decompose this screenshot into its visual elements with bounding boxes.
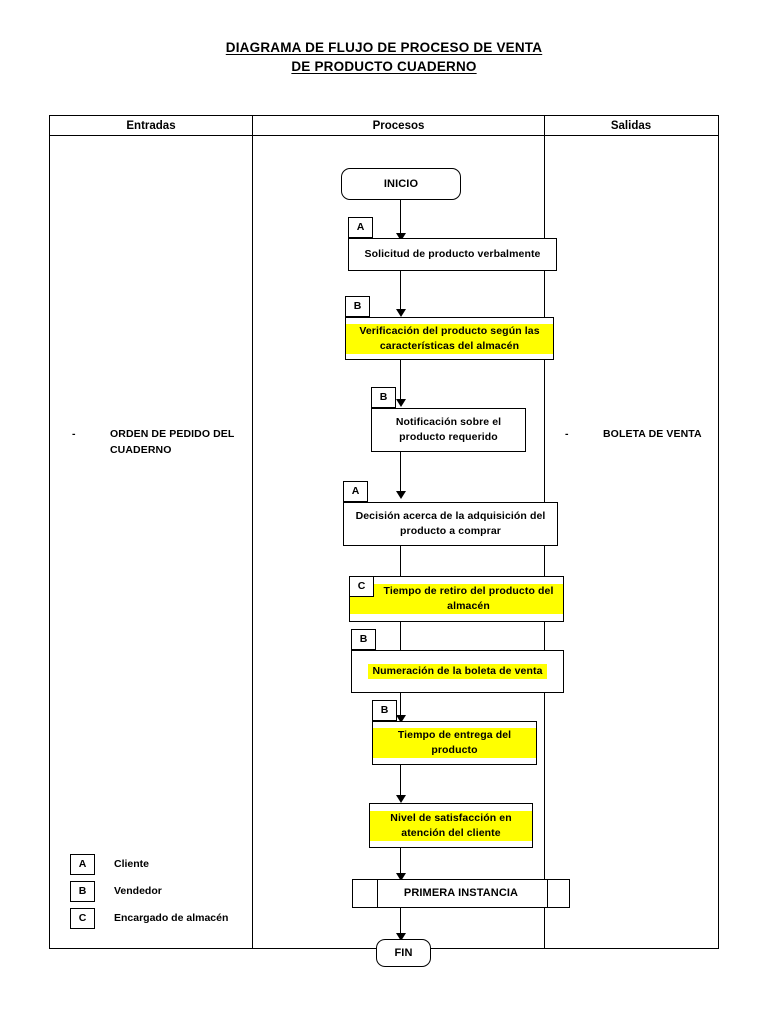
flow-node-step-8-label: Nivel de satisfacción en atención del cl… xyxy=(370,810,532,841)
connector-step7-to-step8 xyxy=(400,765,401,801)
salidas-bullet: - xyxy=(565,428,569,440)
table-header-row: Entradas Procesos Salidas xyxy=(50,116,718,136)
connector-step5-to-step6 xyxy=(400,622,401,650)
flow-node-step-5: Tiempo de retiro del producto del almacé… xyxy=(349,576,564,622)
flow-node-step-8: Nivel de satisfacción en atención del cl… xyxy=(369,803,533,848)
legend-label-c: Encargado de almacén xyxy=(114,912,229,924)
flow-node-fin-label: FIN xyxy=(394,946,413,959)
legend-row-a: A Cliente xyxy=(62,854,242,881)
flow-node-step-3: Notificación sobre el producto requerido xyxy=(371,408,526,452)
title-line-2: DE PRODUCTO CUADERNO xyxy=(291,59,477,74)
entradas-bullet: - xyxy=(72,428,76,440)
legend: A Cliente B Vendedor C Encargado de alma… xyxy=(62,854,242,935)
connector-step4-to-step5 xyxy=(400,546,401,576)
column-header-entradas: Entradas xyxy=(126,120,176,132)
column-header-procesos: Procesos xyxy=(372,120,425,132)
predefined-bar-right xyxy=(547,880,548,907)
page-title: DIAGRAMA DE FLUJO DE PROCESO DE VENTA DE… xyxy=(0,38,768,76)
role-tag-step-3: B xyxy=(371,387,396,408)
entradas-item: - ORDEN DE PEDIDO DEL CUADERNO xyxy=(72,426,267,458)
flow-node-step-6: Numeración de la boleta de venta xyxy=(351,650,564,693)
flow-node-step-4: Decisión acerca de la adquisición del pr… xyxy=(343,502,558,546)
legend-row-c: C Encargado de almacén xyxy=(62,908,242,935)
arrow-step7-to-step8 xyxy=(396,795,406,803)
connector-step2-to-step3 xyxy=(400,360,401,404)
role-tag-step-5: C xyxy=(349,576,374,597)
flow-node-step-9: PRIMERA INSTANCIA xyxy=(352,879,570,908)
flow-node-step-7-label: Tiempo de entrega del producto xyxy=(373,728,536,758)
role-tag-step-2: B xyxy=(345,296,370,317)
flow-node-step-1-label: Solicitud de producto verbalmente xyxy=(364,248,541,260)
flow-node-step-2: Verificación del producto según las cara… xyxy=(345,317,554,360)
flow-node-step-6-label: Numeración de la boleta de venta xyxy=(368,664,547,679)
connector-step6-to-step7 xyxy=(400,693,401,721)
flowchart: INICIO A Solicitud de producto verbalmen… xyxy=(253,137,570,967)
legend-tag-a: A xyxy=(70,854,95,875)
column-divider-left xyxy=(252,116,253,948)
role-tag-step-1: A xyxy=(348,217,373,238)
arrow-step8-to-step9 xyxy=(396,873,406,881)
diagram-table: Entradas Procesos Salidas - ORDEN DE PED… xyxy=(49,115,719,967)
flow-node-step-2-label: Verificación del producto según las cara… xyxy=(346,323,553,354)
flow-node-step-5-label: Tiempo de retiro del producto del almacé… xyxy=(350,584,563,614)
flow-node-step-9-label: PRIMERA INSTANCIA xyxy=(403,887,519,899)
connector-step3-to-step4 xyxy=(400,452,401,496)
legend-tag-c: C xyxy=(70,908,95,929)
flow-node-step-3-label: Notificación sobre el producto requerido xyxy=(395,416,502,443)
arrow-step6-to-step7 xyxy=(396,715,406,723)
flow-node-inicio: INICIO xyxy=(341,168,461,200)
salidas-item: - BOLETA DE VENTA xyxy=(565,426,740,442)
arrow-inicio-to-step1 xyxy=(396,233,406,241)
title-line-1: DIAGRAMA DE FLUJO DE PROCESO DE VENTA xyxy=(225,40,543,55)
connector-step8-to-step9 xyxy=(400,848,401,879)
arrow-step9-to-fin xyxy=(396,933,406,941)
role-tag-step-6: B xyxy=(351,629,376,650)
flow-node-step-1: Solicitud de producto verbalmente xyxy=(348,238,557,271)
role-tag-step-4: A xyxy=(343,481,368,502)
legend-label-a: Cliente xyxy=(114,858,150,870)
connector-step1-to-step2 xyxy=(400,271,401,314)
legend-label-b: Vendedor xyxy=(114,885,162,897)
arrow-step2-to-step3 xyxy=(396,399,406,407)
connector-step9-to-fin xyxy=(400,908,401,939)
flow-node-step-4-label: Decisión acerca de la adquisición del pr… xyxy=(355,510,546,537)
salidas-text: BOLETA DE VENTA xyxy=(603,428,702,440)
flow-node-step-7: Tiempo de entrega del producto xyxy=(372,721,537,765)
legend-tag-b: B xyxy=(70,881,95,902)
flow-node-inicio-label: INICIO xyxy=(383,177,419,190)
flow-node-fin: FIN xyxy=(376,939,431,967)
role-tag-step-7: B xyxy=(372,700,397,721)
legend-row-b: B Vendedor xyxy=(62,881,242,908)
connector-inicio-to-step1 xyxy=(400,200,401,238)
arrow-step1-to-step2 xyxy=(396,309,406,317)
predefined-bar-left xyxy=(377,880,378,907)
arrow-step3-to-step4 xyxy=(396,491,406,499)
entradas-text: ORDEN DE PEDIDO DEL CUADERNO xyxy=(110,428,235,456)
column-header-salidas: Salidas xyxy=(610,120,652,132)
